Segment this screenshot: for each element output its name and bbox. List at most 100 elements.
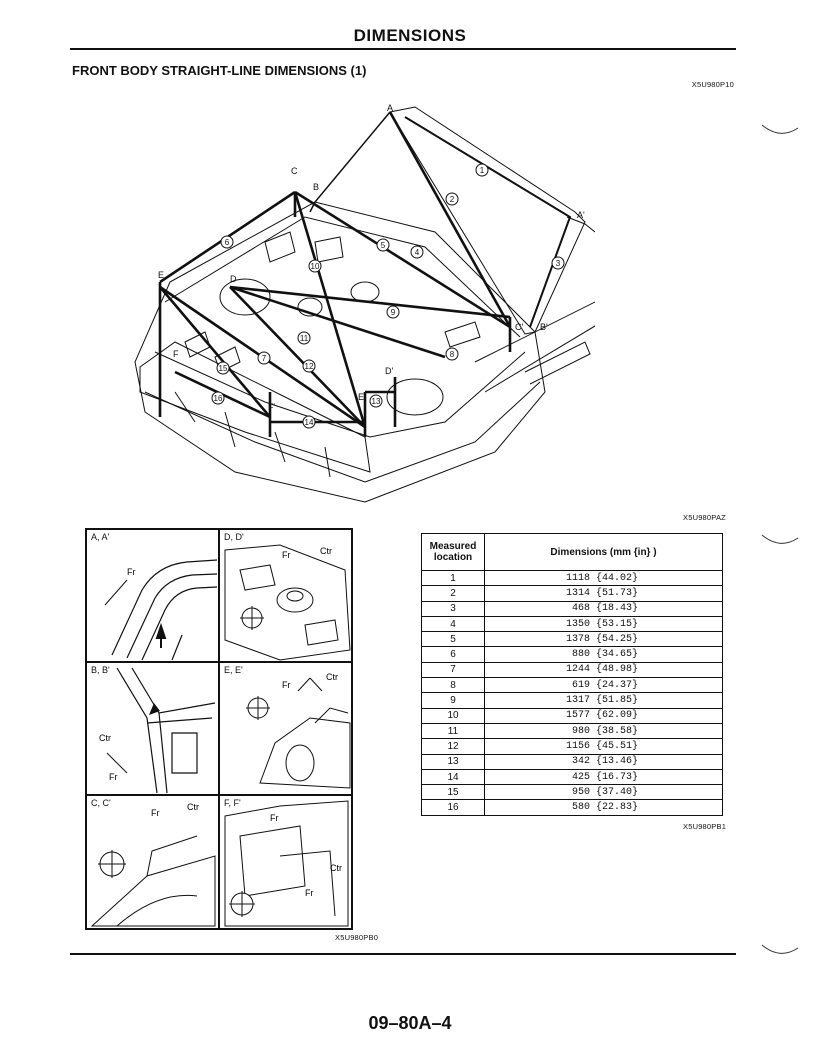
figure-code-main: X5U980P10: [691, 80, 734, 89]
dimension-value-cell: 1118 {44.02}: [484, 569, 723, 587]
measured-location-cell: 14: [421, 768, 485, 786]
figure-code-diagram: X5U980PAZ: [683, 513, 726, 522]
svg-text:4: 4: [415, 248, 420, 257]
detail-label-e: E, E': [224, 665, 243, 675]
detail-label-f: F, F': [224, 798, 241, 808]
page-number: 09–80A–4: [368, 1013, 452, 1033]
point-label-a-prime: A': [577, 210, 585, 220]
callout-7: 7: [257, 351, 271, 365]
figure-code-detail-grid: X5U980PB0: [335, 933, 379, 942]
dimension-value-cell: 880 {34.65}: [484, 646, 723, 663]
windshield-frame: [389, 106, 586, 335]
callout-6: 6: [220, 235, 234, 249]
section-title: FRONT BODY STRAIGHT-LINE DIMENSIONS (1): [72, 63, 367, 78]
svg-text:5: 5: [381, 241, 386, 250]
measured-location-cell: 4: [421, 615, 485, 633]
measured-location-cell: 1: [421, 569, 485, 587]
callout-13: 13: [369, 394, 383, 408]
svg-text:14: 14: [305, 418, 314, 427]
dimension-value-cell: 1378 {54.25}: [484, 631, 723, 648]
page-title: DIMENSIONS: [353, 26, 467, 45]
detail-label-c: C, C': [91, 798, 111, 808]
dimension-value-cell: 1577 {62.09}: [484, 707, 723, 724]
dimension-value-cell: 1314 {51.73}: [484, 585, 723, 602]
callout-2: 2: [445, 192, 459, 206]
fr-annotation: Fr: [282, 550, 291, 560]
strut-tower-icon: Fr Ctr: [224, 544, 351, 661]
dimension-value-cell: 468 {18.43}: [484, 600, 723, 617]
dimension-value-cell: 980 {38.58}: [484, 722, 723, 740]
measured-location-cell: 8: [421, 677, 485, 694]
point-label-c-prime: C': [515, 322, 523, 332]
svg-text:6: 6: [225, 238, 230, 247]
ctr-annotation: Ctr: [187, 802, 199, 812]
dimension-value-cell: 619 {24.37}: [484, 677, 723, 694]
point-label-f-prime: F': [268, 402, 275, 412]
footer-rule: [70, 953, 736, 955]
front-rail-icon: Fr Ctr: [246, 672, 351, 789]
dimension-value-cell: 1244 {48.98}: [484, 661, 723, 679]
point-label-f: F: [173, 349, 179, 359]
point-label-e: E: [158, 270, 164, 280]
detail-panel-e: E, E' Fr Ctr: [219, 662, 352, 795]
svg-text:11: 11: [300, 334, 309, 343]
measured-location-cell: 15: [421, 784, 485, 801]
measured-location-cell: 10: [421, 707, 485, 724]
ctr-annotation: Ctr: [320, 546, 332, 556]
point-label-e-prime: E': [358, 392, 366, 402]
measured-location-cell: 13: [421, 753, 485, 770]
dimension-value-cell: 580 {22.83}: [484, 799, 723, 816]
ctr-annotation: Ctr: [99, 733, 111, 743]
callout-8: 8: [445, 347, 459, 361]
measured-location-cell: 7: [421, 661, 485, 679]
detail-label-d: D, D': [224, 532, 244, 542]
margin-mark-icon: [761, 534, 799, 544]
detail-panel-c: C, C' Fr Ctr: [86, 795, 219, 929]
measured-location-cell: 16: [421, 799, 485, 816]
fr-annotation: Fr: [282, 680, 291, 690]
dimension-value-cell: 1156 {45.51}: [484, 738, 723, 755]
roof-corner-icon: Fr: [104, 559, 218, 661]
detail-label-a: A, A': [91, 532, 110, 542]
callout-12: 12: [302, 359, 316, 373]
svg-text:10: 10: [311, 262, 320, 271]
detail-panel-b: B, B' Ctr Fr: [86, 662, 219, 795]
point-label-d-prime: D': [385, 366, 393, 376]
callout-16: 16: [211, 391, 225, 405]
svg-text:15: 15: [219, 364, 228, 373]
front-body-diagram: A A' B B' C C' D D' E E' F F' 1 2 3 4 5 …: [134, 103, 595, 503]
measured-location-cell: 11: [421, 722, 485, 740]
svg-text:1: 1: [480, 166, 485, 175]
dimensions-table: Measured location Dimensions (mm {in} ) …: [421, 533, 723, 816]
fr-annotation: Fr: [109, 772, 118, 782]
dimensions-header: Dimensions (mm {in} ): [484, 533, 723, 571]
svg-text:8: 8: [450, 350, 455, 359]
cowl-corner-icon: Ctr Fr: [99, 667, 216, 794]
fr-annotation: Fr: [305, 888, 314, 898]
margin-mark-icon: [761, 944, 799, 954]
svg-text:16: 16: [214, 394, 223, 403]
callout-11: 11: [297, 331, 311, 345]
dimension-value-cell: 342 {13.46}: [484, 753, 723, 770]
dimension-value-cell: 950 {37.40}: [484, 784, 723, 801]
fr-annotation: Fr: [151, 808, 160, 818]
dimension-value-cell: 1350 {53.15}: [484, 615, 723, 633]
detail-panel-f: F, F' Fr Ctr Fr: [219, 795, 352, 929]
callout-5: 5: [376, 238, 390, 252]
callout-4: 4: [410, 245, 424, 259]
callout-10: 10: [308, 259, 322, 273]
header-rule: [70, 48, 736, 50]
figure-code-table: X5U980PB1: [683, 822, 727, 831]
